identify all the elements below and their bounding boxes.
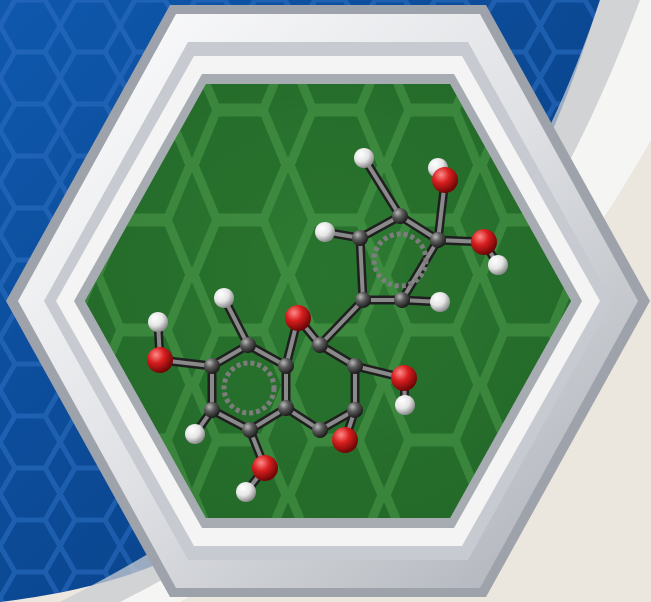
oxygen-atom [391, 365, 417, 391]
molecule-atoms [147, 148, 508, 502]
hydrogen-atom [354, 148, 374, 168]
carbon-atom [312, 422, 328, 438]
carbon-atom [352, 230, 368, 246]
carbon-atom [394, 292, 410, 308]
carbon-atom [312, 337, 328, 353]
carbon-atom [204, 402, 220, 418]
hydrogen-atom [214, 288, 234, 308]
oxygen-atom [432, 167, 458, 193]
carbon-atom [278, 358, 294, 374]
carbon-atom [347, 402, 363, 418]
carbon-atom [355, 292, 371, 308]
oxygen-atom [285, 305, 311, 331]
carbon-atom [278, 400, 294, 416]
oxygen-atom [471, 229, 497, 255]
carbon-atom [347, 358, 363, 374]
hydrogen-atom [430, 292, 450, 312]
hydrogen-atom [148, 312, 168, 332]
bond [362, 156, 402, 218]
carbon-atom [392, 208, 408, 224]
oxygen-atom [147, 347, 173, 373]
aromatic-ring-indicators [221, 231, 429, 416]
bond [400, 238, 440, 302]
oxygen-atom [332, 427, 358, 453]
flavonoid-molecule [147, 148, 508, 502]
hydrogen-atom [315, 222, 335, 242]
carbon-atom [430, 232, 446, 248]
background-gray-swoosh [60, 0, 640, 602]
bond [318, 298, 365, 347]
carbon-atom [204, 358, 220, 374]
aromatic-ring [371, 231, 429, 289]
aromatic-ring [221, 360, 277, 416]
hydrogen-atom [395, 395, 415, 415]
carbon-atom [242, 422, 258, 438]
hydrogen-atom [185, 424, 205, 444]
hydrogen-atom [236, 482, 256, 502]
bond [358, 236, 365, 302]
carbon-atom [240, 337, 256, 353]
oxygen-atom [252, 455, 278, 481]
hydrogen-atom [488, 255, 508, 275]
